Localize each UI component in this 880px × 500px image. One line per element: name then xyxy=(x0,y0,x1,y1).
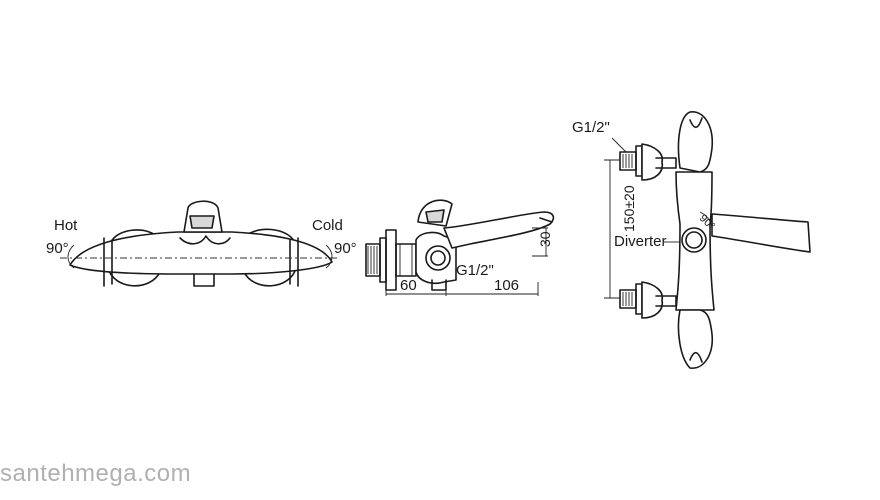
cold-rotation-arrow-icon xyxy=(325,244,333,269)
hot-angle: 90° xyxy=(46,240,69,257)
bottom-handle-cold xyxy=(677,309,714,369)
diverter-rotation-arrow-icon xyxy=(699,211,713,231)
dim-106: 106 xyxy=(494,277,519,294)
hot-label: Hot xyxy=(54,217,78,234)
side-view: 30 60 106 G1/2" xyxy=(365,199,555,296)
lower-connector xyxy=(619,289,637,309)
center-distance: 150±20 xyxy=(621,185,637,232)
top-spout xyxy=(711,213,811,253)
top-handle-hot xyxy=(677,111,714,173)
dim-height-30: 30 xyxy=(537,231,553,247)
watermark: santehmega.com xyxy=(0,460,192,487)
mixer-body xyxy=(69,231,333,275)
top-view: 90° Diverter 150±20 G1/2" xyxy=(572,111,811,369)
top-thread-label: G1/2" xyxy=(572,119,610,136)
upper-connector xyxy=(619,151,637,171)
hot-rotation-arrow-icon xyxy=(67,244,75,269)
spout xyxy=(443,211,555,249)
cold-label: Cold xyxy=(312,217,343,234)
cold-angle: 90° xyxy=(334,240,357,257)
front-view: Hot 90° Cold 90° xyxy=(46,200,357,287)
dim-60: 60 xyxy=(400,277,417,294)
side-thread-label: G1/2" xyxy=(456,262,494,279)
diverter-label: Diverter xyxy=(614,233,667,250)
